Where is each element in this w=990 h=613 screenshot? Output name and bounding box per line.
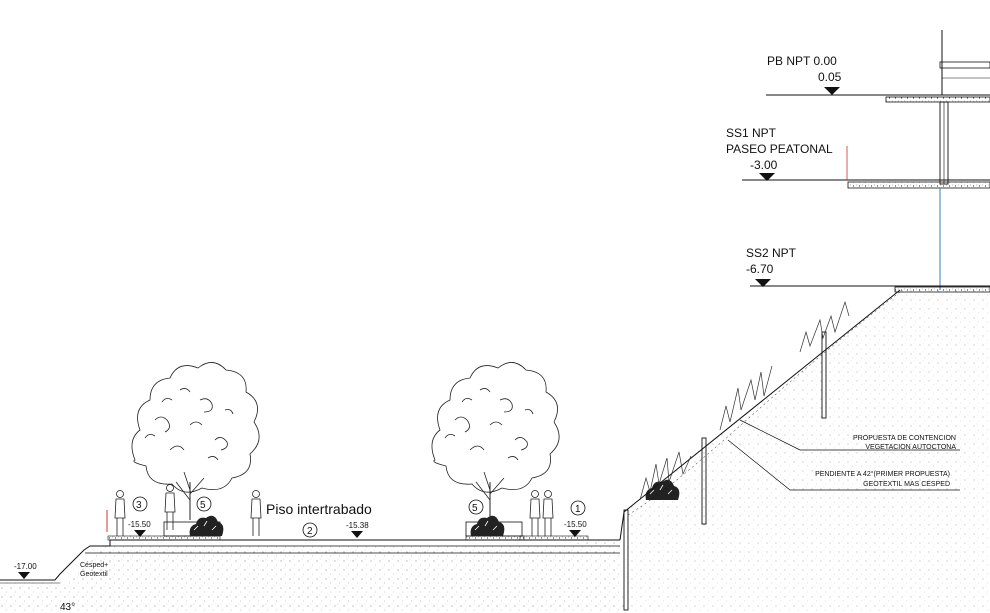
plaza-level-far-left: -17.00 bbox=[14, 562, 37, 571]
marker-1: 1 bbox=[575, 504, 581, 515]
note-contencion-line2: VEGETACION AUTOCTONA bbox=[865, 444, 956, 451]
marker-2: 2 bbox=[307, 526, 313, 537]
shrub-left bbox=[189, 515, 224, 537]
building-section bbox=[742, 30, 990, 293]
note-cesped-line2: Geotextil bbox=[80, 571, 108, 578]
pb-level-label: PB NPT 0.00 bbox=[767, 54, 837, 68]
tree-left bbox=[131, 361, 260, 521]
level-marker-plaza-mid bbox=[351, 531, 363, 538]
note-pendiente-line2: GEOTEXTIL MAS CESPED bbox=[863, 481, 950, 488]
person-standing-left bbox=[114, 490, 126, 537]
shrub-right bbox=[470, 515, 505, 537]
level-marker-pb bbox=[824, 87, 840, 95]
plaza-level-mid: -15.38 bbox=[346, 521, 369, 530]
plaza-level-right: -15.50 bbox=[564, 520, 587, 529]
ss2-level-label: SS2 NPT bbox=[746, 246, 797, 260]
slope bbox=[619, 289, 901, 611]
ss2-level-value: -6.70 bbox=[746, 262, 774, 276]
slope-angle-label: 43° bbox=[60, 602, 75, 613]
marker-3: 3 bbox=[136, 500, 142, 511]
pb-level-value: 0.05 bbox=[818, 70, 842, 84]
plaza-level-left: -15.50 bbox=[128, 520, 151, 529]
person-right-2 bbox=[542, 490, 554, 537]
person-cyclist bbox=[250, 490, 262, 537]
plaza-title: Piso intertrabado bbox=[266, 501, 372, 517]
ss1-level-value: -3.00 bbox=[750, 158, 778, 172]
level-marker-far-left bbox=[18, 572, 30, 579]
marker-5-left: 5 bbox=[200, 500, 206, 511]
ss1-level-label: SS1 NPT bbox=[726, 126, 777, 140]
person-right-1 bbox=[529, 490, 541, 537]
person-sitting bbox=[164, 484, 176, 531]
tree-right bbox=[431, 361, 560, 521]
note-contencion-line1: PROPUESTA DE CONTENCION bbox=[853, 435, 956, 442]
note-cesped-line1: Césped+ bbox=[80, 562, 108, 569]
note-pendiente-line1: PENDIENTE A 42°(PRIMER PROPUESTA) bbox=[815, 470, 950, 478]
ss1-level-subtitle: PASEO PEATONAL bbox=[726, 142, 833, 156]
marker-5-right: 5 bbox=[472, 503, 478, 514]
